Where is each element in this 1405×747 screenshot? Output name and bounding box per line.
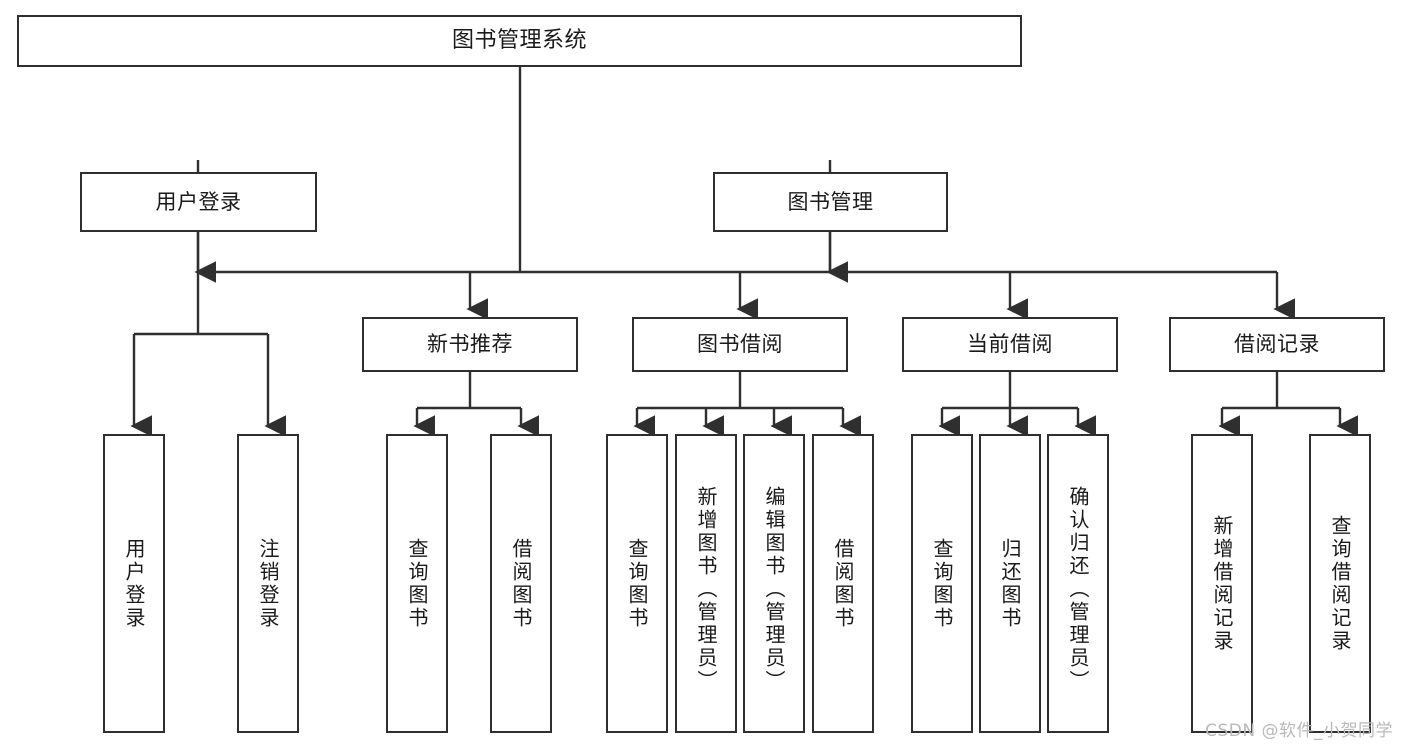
node-label: 归还图书 — [998, 537, 1022, 630]
leaf-add-borrow-record[interactable]: 新增借阅记录 — [1191, 434, 1253, 733]
node-label: 查询图书 — [930, 537, 954, 630]
leaf-query-books-current[interactable]: 查询图书 — [911, 434, 973, 733]
node-label: 借阅记录 — [1234, 332, 1320, 357]
node-label: 新增借阅记录 — [1210, 514, 1234, 653]
node-book-management[interactable]: 图书管理 — [713, 172, 948, 232]
node-root-book-management-system[interactable]: 图书管理系统 — [17, 15, 1022, 67]
node-book-borrowing[interactable]: 图书借阅 — [632, 317, 848, 372]
node-label: 新增图书（管理员） — [694, 486, 718, 693]
node-label: 借阅图书 — [831, 537, 855, 630]
node-label: 新书推荐 — [427, 332, 513, 357]
node-label: 注销登录 — [256, 537, 280, 630]
leaf-borrow-books[interactable]: 借阅图书 — [812, 434, 874, 733]
node-user-login[interactable]: 用户登录 — [80, 172, 317, 232]
node-label: 图书管理系统 — [451, 28, 587, 54]
leaf-query-books-borrow[interactable]: 查询图书 — [606, 434, 668, 733]
node-label: 查询图书 — [405, 537, 429, 630]
node-label: 用户登录 — [155, 189, 242, 214]
leaf-user-login[interactable]: 用户登录 — [103, 434, 165, 733]
node-label: 用户登录 — [122, 537, 146, 630]
node-label: 查询借阅记录 — [1328, 514, 1352, 653]
node-current-borrowing[interactable]: 当前借阅 — [902, 317, 1118, 372]
node-label: 确认归还（管理员） — [1066, 486, 1090, 693]
leaf-borrow-books-new[interactable]: 借阅图书 — [490, 434, 552, 733]
node-label: 查询图书 — [625, 537, 649, 630]
leaf-edit-book-admin[interactable]: 编辑图书（管理员） — [743, 434, 805, 733]
leaf-query-borrow-record[interactable]: 查询借阅记录 — [1309, 434, 1371, 733]
node-label: 图书借阅 — [697, 332, 783, 357]
leaf-logout[interactable]: 注销登录 — [237, 434, 299, 733]
leaf-add-book-admin[interactable]: 新增图书（管理员） — [675, 434, 737, 733]
leaf-query-books-new[interactable]: 查询图书 — [386, 434, 448, 733]
node-label: 当前借阅 — [967, 332, 1053, 357]
node-new-book-recommendation[interactable]: 新书推荐 — [362, 317, 578, 372]
leaf-return-books[interactable]: 归还图书 — [979, 434, 1041, 733]
node-label: 图书管理 — [787, 189, 874, 214]
csdn-watermark: CSDN @软件_小贺同学 — [1205, 721, 1393, 741]
node-label: 借阅图书 — [509, 537, 533, 630]
leaf-confirm-return-admin[interactable]: 确认归还（管理员） — [1047, 434, 1109, 733]
node-borrowing-records[interactable]: 借阅记录 — [1169, 317, 1385, 372]
node-label: 编辑图书（管理员） — [762, 486, 786, 693]
